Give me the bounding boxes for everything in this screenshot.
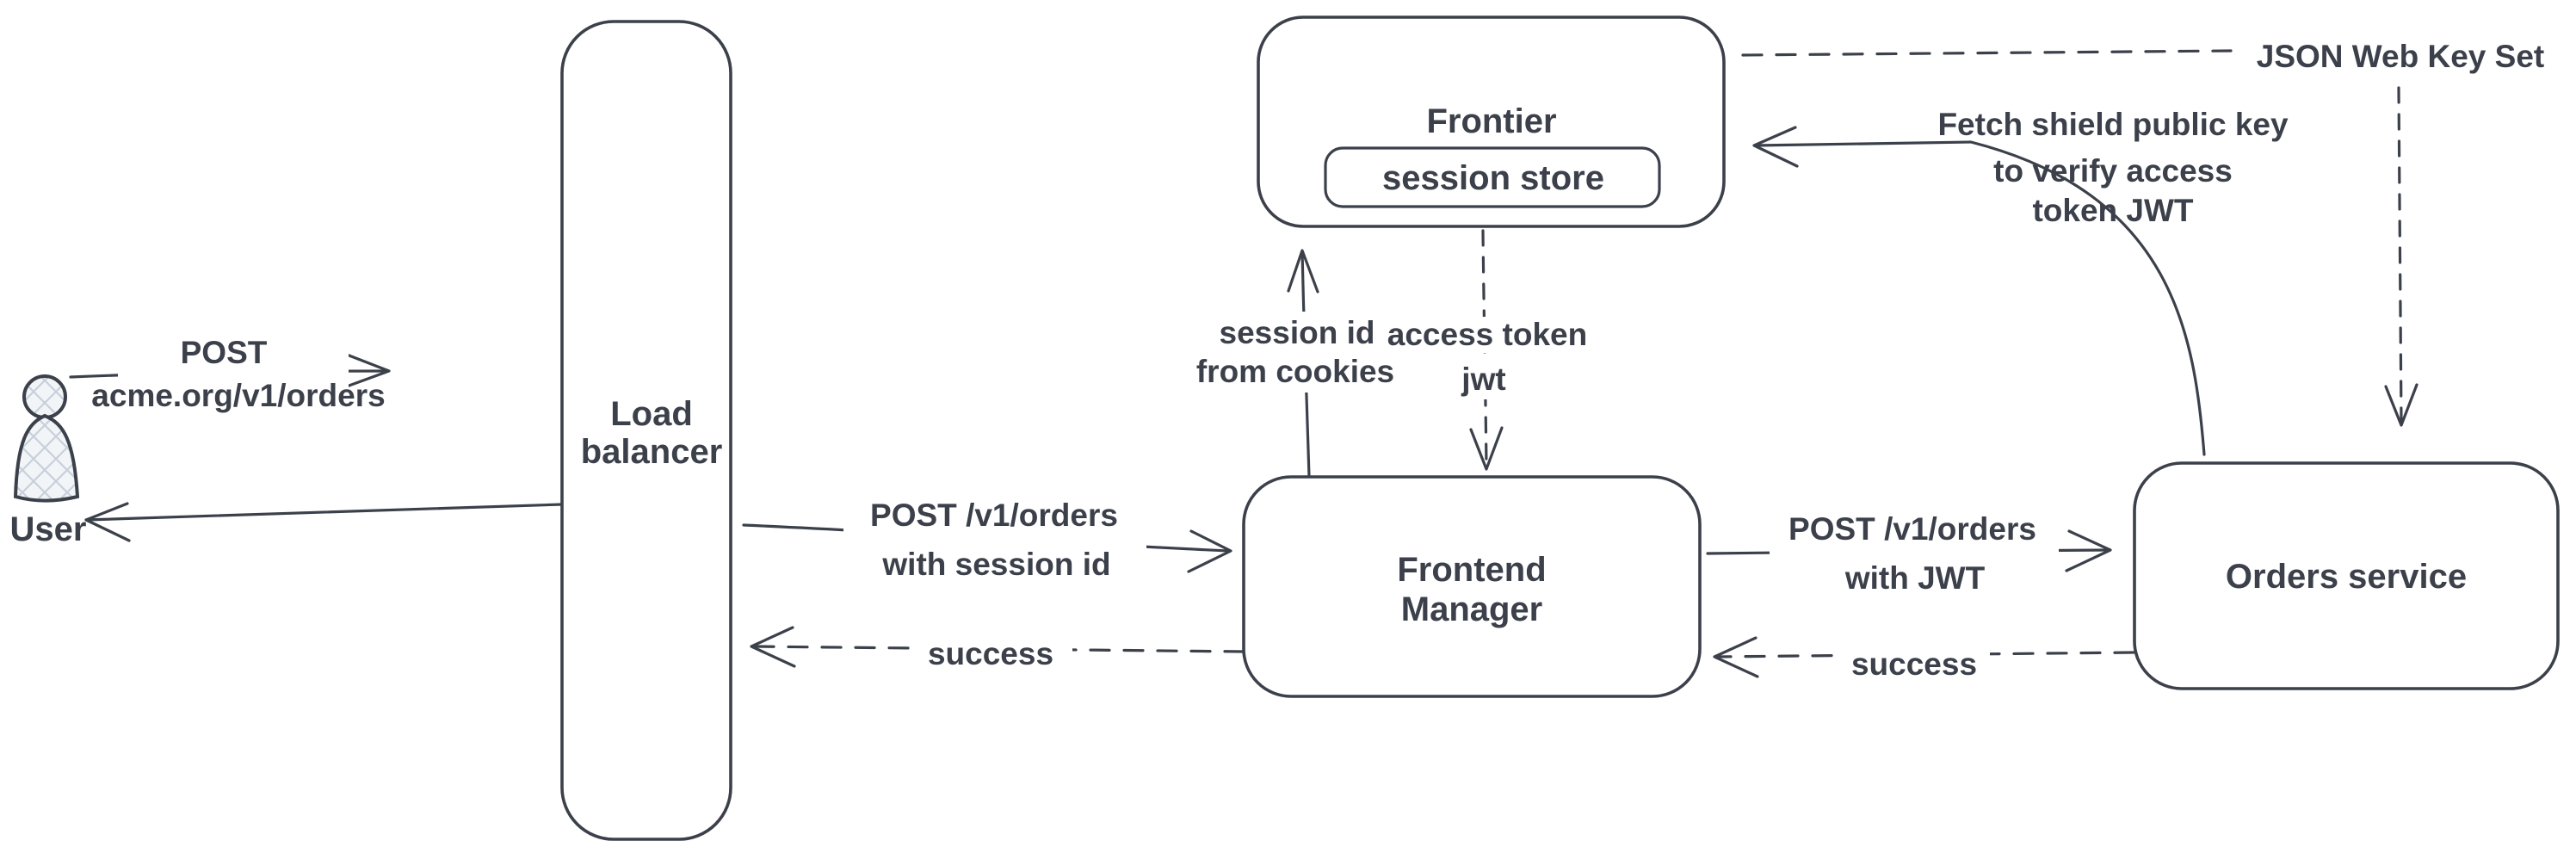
user-body-icon — [13, 413, 80, 503]
svg-text:JSON Web Key Set: JSON Web Key Set — [2257, 39, 2544, 74]
edge-lb-to-user-return — [84, 502, 564, 542]
frontend-manager-label-line1: Frontend — [1397, 551, 1546, 589]
svg-text:POST: POST — [181, 335, 268, 370]
label-lb-to-fm: POST /v1/orders with session id — [843, 489, 1146, 590]
edge-jwks-vertical — [2384, 86, 2418, 427]
node-user: User — [10, 374, 87, 548]
label-fm-to-frontier: session id from cookies — [1196, 312, 1394, 393]
orders-service-label: Orders service — [2226, 558, 2467, 596]
node-frontend-manager: Frontend Manager — [1242, 475, 1702, 698]
node-load-balancer: Load balancer — [560, 20, 732, 841]
load-balancer-label-line2: balancer — [581, 433, 723, 471]
svg-text:with session id: with session id — [881, 547, 1110, 582]
label-fm-to-lb-success: success — [911, 627, 1072, 678]
label-orders-to-fm-success: success — [1842, 635, 1990, 682]
svg-text:jwt: jwt — [1461, 362, 1505, 397]
svg-text:access token: access token — [1387, 317, 1587, 352]
user-label: User — [10, 510, 87, 548]
svg-text:POST /v1/orders: POST /v1/orders — [1788, 511, 2036, 547]
session-store-box — [1324, 146, 1661, 208]
svg-text:from cookies: from cookies — [1196, 354, 1394, 389]
edge-orders-to-frontier-fetch — [1752, 126, 2206, 456]
label-frontier-to-fm: access token jwt — [1387, 317, 1587, 399]
frontier-label: Frontier — [1426, 102, 1556, 140]
svg-text:Fetch shield public key: Fetch shield public key — [1937, 107, 2289, 142]
load-balancer-label-line1: Load — [610, 395, 693, 433]
frontend-manager-label-line2: Manager — [1401, 590, 1543, 628]
label-fm-to-orders: POST /v1/orders with JWT — [1770, 506, 2059, 601]
svg-text:POST /v1/orders: POST /v1/orders — [870, 498, 1118, 533]
svg-text:with JWT: with JWT — [1844, 560, 1986, 596]
svg-text:success: success — [928, 636, 1053, 671]
svg-text:session id: session id — [1220, 315, 1375, 350]
label-user-to-lb: POST acme.org/v1/orders — [91, 335, 386, 415]
label-jwks: JSON Web Key Set — [2257, 39, 2544, 74]
node-orders-service: Orders service — [2133, 461, 2560, 690]
session-store-label: session store — [1382, 159, 1604, 197]
label-orders-to-frontier-fetch: Fetch shield public key to verify access… — [1937, 107, 2289, 228]
edge-jwks-horizontal — [1741, 49, 2233, 57]
svg-text:token JWT: token JWT — [2032, 193, 2193, 228]
svg-text:success: success — [1851, 646, 1977, 682]
user-head-icon — [22, 374, 67, 419]
node-frontier: Frontier session store — [1257, 15, 1726, 228]
svg-text:to verify access: to verify access — [1993, 153, 2233, 189]
svg-text:acme.org/v1/orders: acme.org/v1/orders — [91, 378, 385, 413]
